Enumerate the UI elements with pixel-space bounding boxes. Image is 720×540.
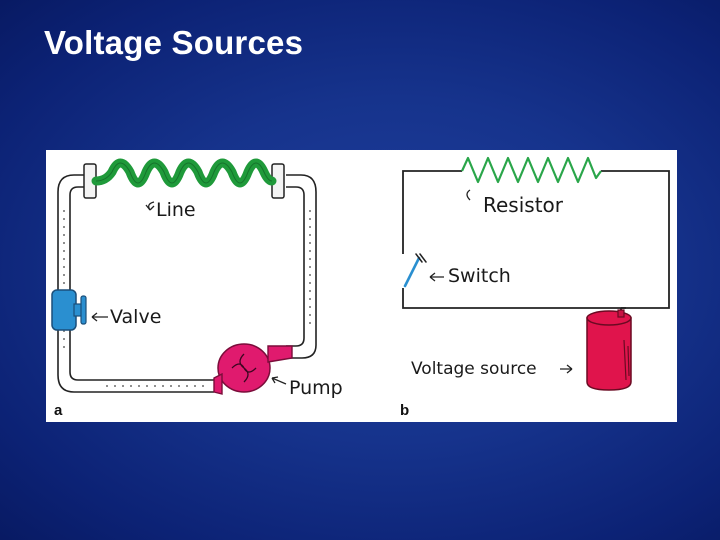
panel-b-letter: b — [400, 402, 409, 419]
pipe-loop — [57, 174, 317, 393]
pump-icon — [213, 343, 293, 395]
switch-icon — [403, 253, 427, 288]
label-voltage-source: Voltage source — [411, 359, 537, 379]
panel-a-letter: a — [54, 402, 63, 419]
label-switch: Switch — [448, 265, 511, 287]
battery-icon — [586, 309, 632, 391]
label-valve: Valve — [110, 306, 161, 328]
slide-title: Voltage Sources — [44, 24, 304, 61]
label-resistor: Resistor — [483, 193, 564, 217]
panel-a: Line Valve Pump a — [51, 158, 343, 419]
label-arrows-b — [429, 189, 573, 374]
panel-b: Resistor Switch Voltage source b — [400, 156, 670, 419]
resistor-icon — [461, 156, 602, 184]
label-arrows-a — [91, 201, 287, 385]
valve-icon — [51, 289, 87, 331]
figure-panel: Line Valve Pump a — [46, 150, 677, 422]
label-pump: Pump — [289, 377, 343, 399]
label-line: Line — [156, 199, 196, 221]
circuit-analogy-diagram: Line Valve Pump a — [51, 156, 670, 419]
